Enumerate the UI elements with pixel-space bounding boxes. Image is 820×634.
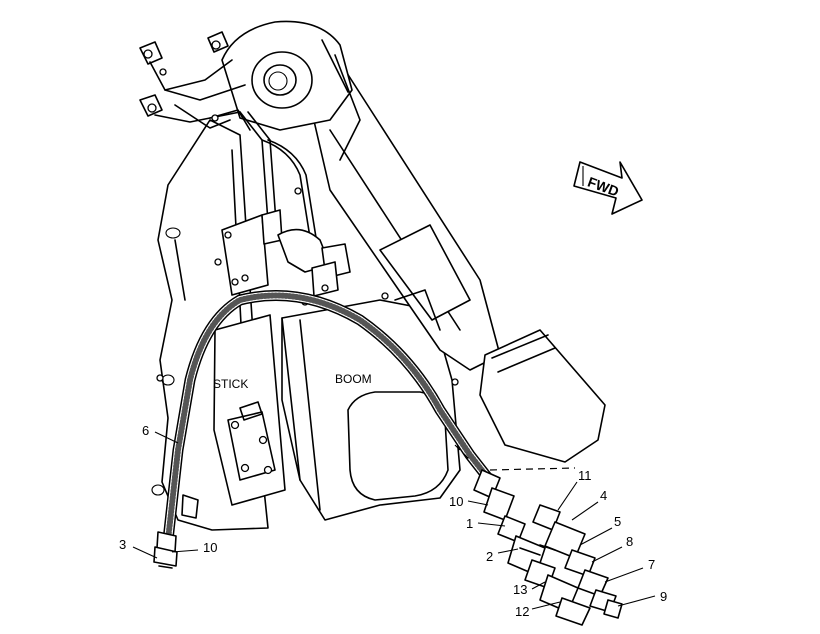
stick-label: STICK — [213, 377, 248, 391]
callout-12: 12 — [515, 604, 529, 619]
callout-9: 9 — [660, 589, 667, 604]
left-hose-fitting — [153, 531, 178, 569]
callout-5: 5 — [614, 514, 621, 529]
phantom-outline — [454, 444, 576, 471]
callout-6: 6 — [142, 423, 149, 438]
main-hose — [162, 290, 494, 546]
callout-3: 3 — [119, 537, 126, 552]
callout-8: 8 — [626, 534, 633, 549]
forward-arrow-icon — [573, 161, 643, 215]
boom-bolts — [156, 187, 459, 386]
boom-label: BOOM — [335, 372, 372, 386]
callout-2: 2 — [486, 549, 493, 564]
fwd-arrow: FWD — [573, 161, 643, 215]
upper-tube-lines — [239, 111, 319, 251]
callout-1: 1 — [466, 516, 473, 531]
boom-cylinder — [307, 69, 606, 463]
top-clamp-brackets — [139, 31, 246, 129]
middle-hose-clamp — [214, 209, 351, 306]
callout-10-right: 10 — [449, 494, 463, 509]
callout-13: 13 — [513, 582, 527, 597]
callout-7: 7 — [648, 557, 655, 572]
callout-numbers: 6 3 10 10 1 2 13 12 11 4 5 8 7 9 — [119, 423, 667, 619]
callout-11: 11 — [578, 468, 592, 483]
mounting-plate — [213, 314, 286, 506]
boom-structure — [281, 299, 461, 521]
callout-10-left: 10 — [203, 540, 217, 555]
callout-4: 4 — [600, 488, 607, 503]
right-fitting-stack — [473, 469, 623, 626]
callout-leaders — [132, 431, 656, 610]
